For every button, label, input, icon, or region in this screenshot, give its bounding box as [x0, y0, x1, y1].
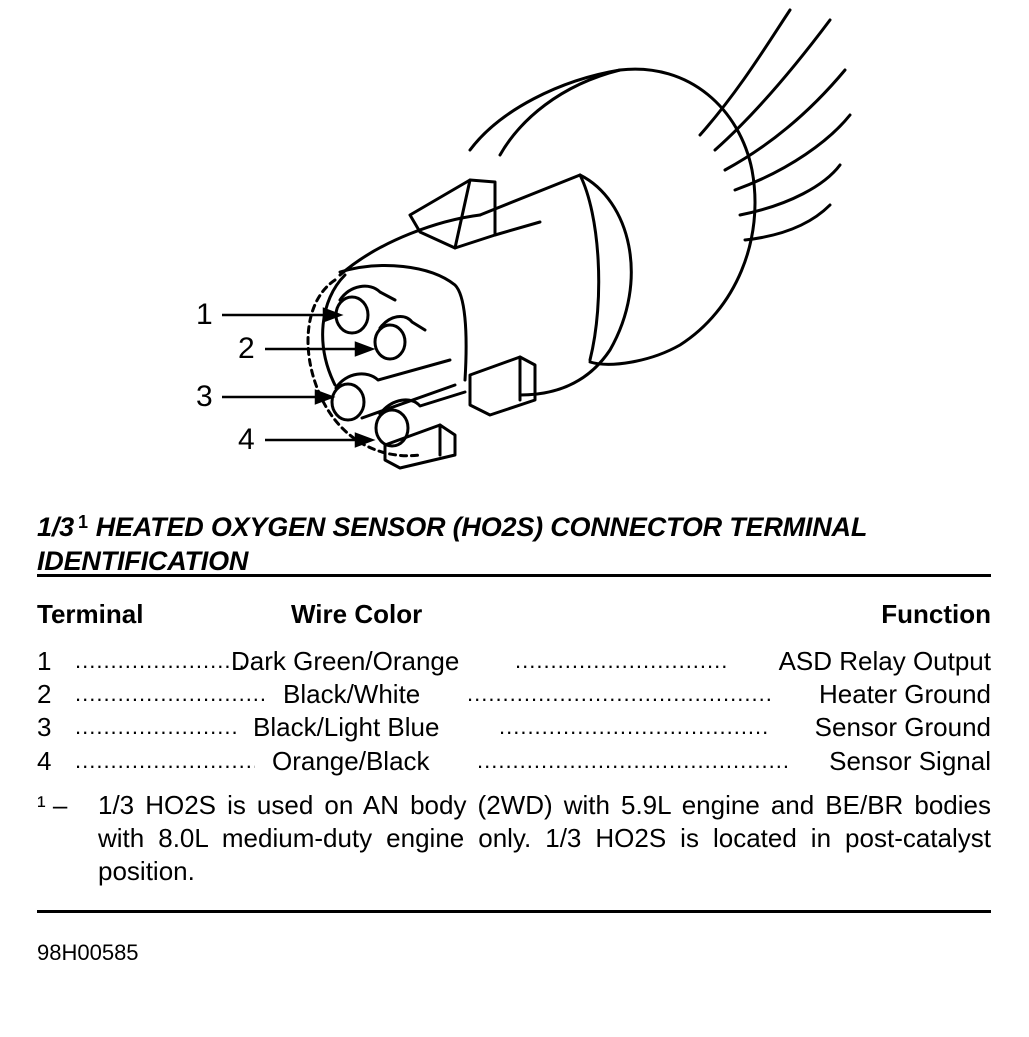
callout-4: 4 [238, 423, 255, 456]
leader-dots: ........................................… [75, 748, 255, 773]
terminal-number: 4 [37, 746, 52, 776]
title-footnote-mark: 1 [77, 512, 88, 532]
function: Heater Ground [819, 679, 991, 709]
wire-color: Dark Green/Orange [231, 646, 460, 676]
connector-illustration [222, 8, 852, 470]
leader-dots: ........................................… [477, 748, 787, 773]
leader-dots: ........................................… [75, 714, 237, 739]
callout-3: 3 [196, 380, 213, 413]
leader-dots: ........................................… [75, 681, 265, 706]
wire-color: Orange/Black [272, 746, 430, 776]
table-row: 4 ......................................… [37, 745, 991, 777]
leader-dots: ........................................… [515, 648, 727, 673]
leader-dots: ........................................… [499, 714, 769, 739]
function: Sensor Signal [829, 746, 991, 776]
header-wire-color: Wire Color [291, 599, 423, 629]
wire-color: Black/White [283, 679, 421, 709]
footnote-mark: ¹ – [37, 790, 68, 820]
leader-dots: ........................................… [75, 648, 247, 673]
header-terminal: Terminal [37, 599, 144, 629]
leader-dots: ........................................… [467, 681, 772, 706]
table-row: 1 ......................................… [37, 645, 991, 677]
table-row: 3 ......................................… [37, 711, 991, 743]
footnote-text: 1/3 HO2S is used on AN body (2WD) with 5… [98, 790, 991, 886]
title-prefix: 1/3 [37, 512, 74, 542]
terminal-number: 2 [37, 679, 52, 709]
terminal-number: 3 [37, 712, 52, 742]
function: ASD Relay Output [778, 646, 991, 676]
figure-id: 98H00585 [37, 940, 139, 965]
callout-2: 2 [238, 332, 255, 365]
title-rule [37, 574, 991, 577]
table-row: 2 ......................................… [37, 678, 991, 710]
header-function: Function [881, 599, 991, 629]
function: Sensor Ground [814, 712, 991, 742]
wire-color: Black/Light Blue [253, 712, 440, 742]
title-text: HEATED OXYGEN SENSOR (HO2S) CONNECTOR TE… [37, 512, 867, 576]
callout-1: 1 [196, 298, 213, 331]
terminal-number: 1 [37, 646, 52, 676]
bottom-rule [37, 910, 991, 913]
